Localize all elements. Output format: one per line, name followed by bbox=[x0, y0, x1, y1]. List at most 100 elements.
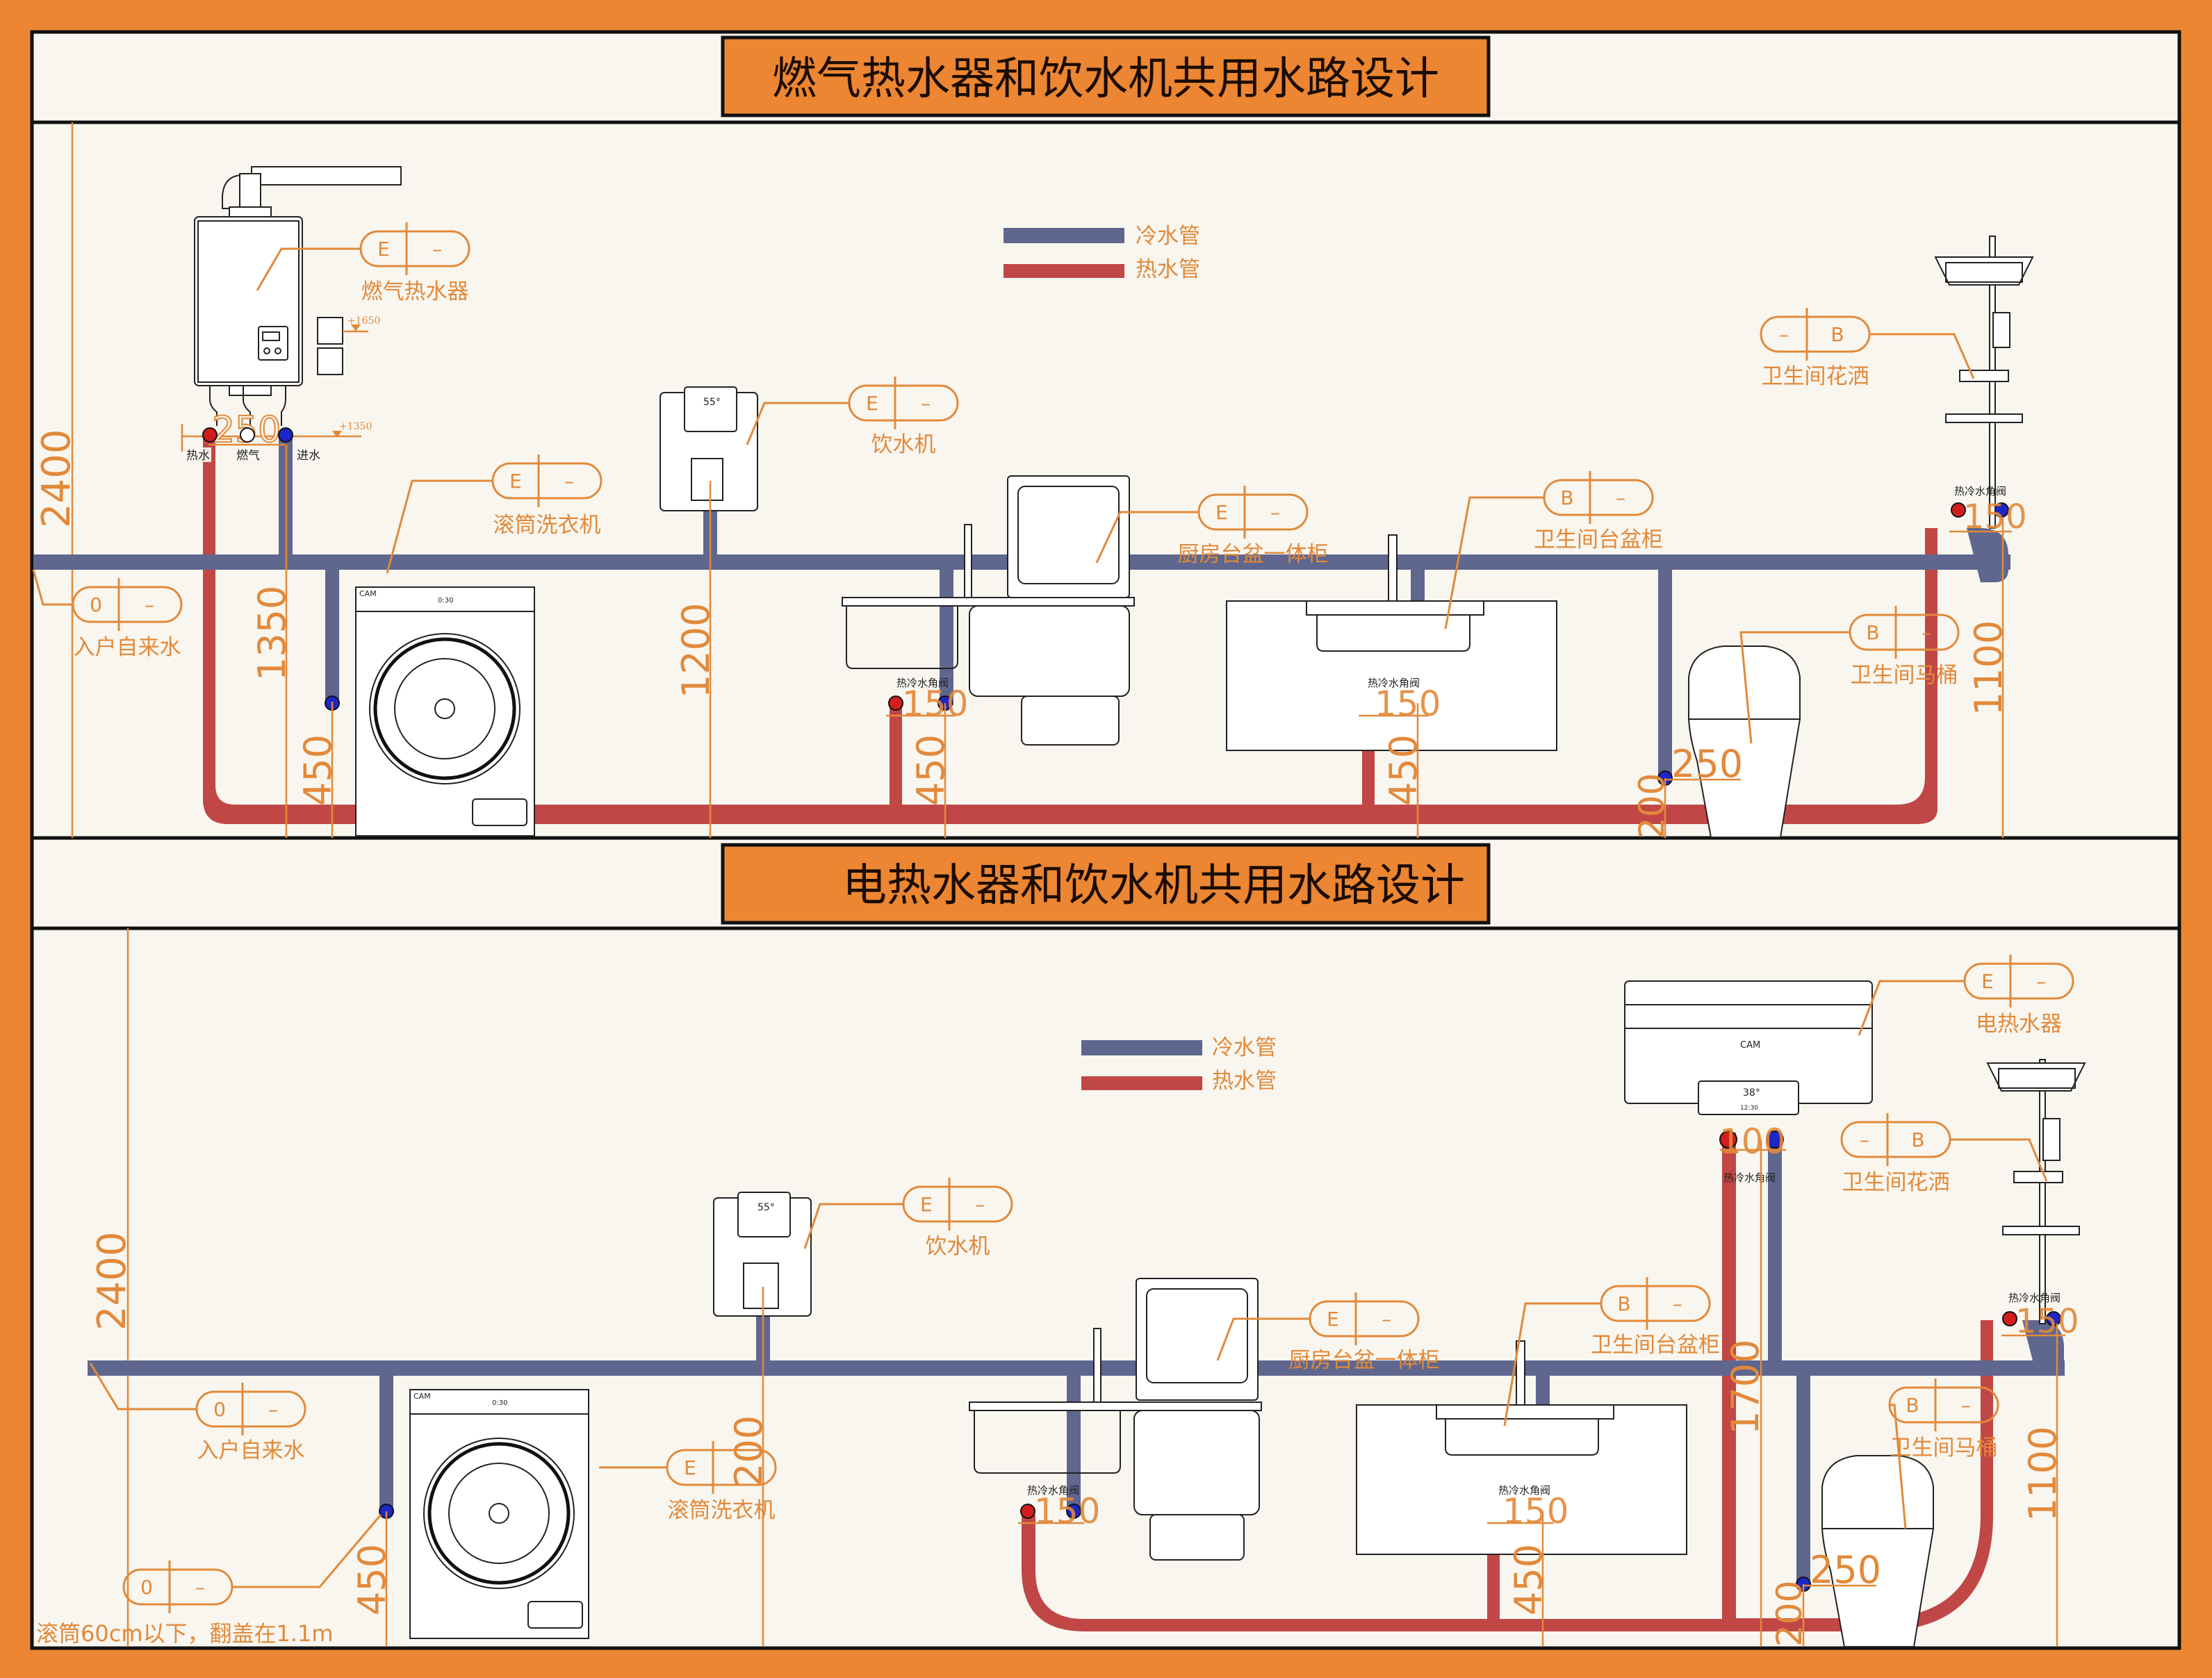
svg-text:0:30: 0:30 bbox=[438, 597, 453, 604]
tag-code-left: E bbox=[1215, 501, 1228, 524]
svg-text:热冷水角阀: 热冷水角阀 bbox=[896, 677, 949, 689]
tag-pill bbox=[491, 462, 603, 500]
svg-text:250: 250 bbox=[1671, 742, 1743, 786]
tag-label: 饮水机 bbox=[926, 1234, 990, 1259]
shower-lower: 热冷水角阀 bbox=[1986, 1059, 2086, 1324]
tag-code-right: – bbox=[1616, 486, 1625, 509]
legend-cold-swatch bbox=[1003, 228, 1124, 243]
svg-text:150: 150 bbox=[1963, 497, 2027, 536]
upper-legend: 冷水管 热水管 bbox=[1003, 224, 1200, 282]
svg-text:450: 450 bbox=[909, 734, 953, 806]
tag-label: 厨房台盆一体柜 bbox=[1289, 1348, 1440, 1373]
tag-code-left: B bbox=[1866, 621, 1879, 644]
leader-line bbox=[32, 569, 73, 606]
leader-line bbox=[1858, 980, 1965, 1036]
dim-2400-lower: 2400 bbox=[90, 928, 135, 1647]
tag-water-dispenser: E–饮水机 bbox=[803, 1178, 1013, 1259]
tag-toilet: B–卫生间马桶 bbox=[1739, 606, 1960, 744]
svg-text:150: 150 bbox=[1375, 684, 1441, 724]
tag-code-right: – bbox=[1922, 621, 1931, 644]
port-gas-label: 燃气 bbox=[236, 449, 260, 463]
heater-port-labels: 热水 燃气 进水 bbox=[185, 447, 322, 463]
tag-washer: E–滚筒洗衣机 bbox=[599, 1441, 777, 1523]
svg-text:0:30: 0:30 bbox=[492, 1399, 507, 1407]
tag-water-dispenser: E–饮水机 bbox=[746, 377, 959, 457]
tag-elec-heater: E–电热水器 bbox=[1858, 955, 2074, 1037]
tag-label: 卫生间马桶 bbox=[1890, 1436, 1998, 1461]
tag-inlet: 0–入户自来水 bbox=[32, 569, 183, 660]
tag-code-left: E bbox=[866, 392, 878, 415]
leader-line bbox=[256, 247, 361, 291]
svg-text:450: 450 bbox=[296, 734, 340, 806]
tag-label: 卫生间花洒 bbox=[1762, 364, 1869, 389]
legend-hot-swatch bbox=[1081, 1076, 1202, 1090]
basin-cabinet-lower: 热冷水角阀 bbox=[1356, 1340, 1687, 1555]
tag-code-right: – bbox=[564, 470, 574, 493]
leader-line bbox=[1095, 511, 1199, 564]
cold-drop-washer bbox=[325, 566, 339, 702]
washing-machine-upper: CAM 0:30 bbox=[355, 586, 535, 837]
lower-legend: 冷水管 热水管 bbox=[1081, 1035, 1277, 1094]
legend-cold-swatch bbox=[1081, 1040, 1202, 1055]
tag-pill bbox=[1309, 1300, 1420, 1338]
tag-pill bbox=[122, 1568, 234, 1606]
svg-text:150: 150 bbox=[2015, 1302, 2079, 1341]
tag-pill bbox=[1840, 1121, 1951, 1158]
svg-text:250: 250 bbox=[1810, 1548, 1881, 1592]
svg-text:热冷水角阀: 热冷水角阀 bbox=[1498, 1484, 1550, 1497]
svg-text:热冷水角阀: 热冷水角阀 bbox=[1027, 1484, 1079, 1497]
tag-code-left: B bbox=[1560, 486, 1573, 509]
svg-text:450: 450 bbox=[1382, 734, 1425, 806]
washing-machine-lower: CAM 0:30 bbox=[409, 1389, 589, 1639]
svg-text:1100: 1100 bbox=[1967, 620, 2010, 716]
upper-panel: 冷水管 热水管 2400 +1650 bbox=[33, 122, 2034, 839]
tag-pill bbox=[359, 230, 470, 268]
toilet-upper bbox=[1688, 645, 1801, 838]
lower-cold-main bbox=[88, 1360, 2065, 1376]
tag-code-left: – bbox=[1779, 323, 1789, 346]
tag-label: 卫生间花洒 bbox=[1842, 1170, 1950, 1195]
svg-text:450: 450 bbox=[1507, 1544, 1550, 1615]
svg-text:CAM: CAM bbox=[1740, 1040, 1760, 1051]
tag-code-right: – bbox=[432, 238, 442, 261]
svg-text:150: 150 bbox=[902, 684, 968, 724]
leader-line bbox=[1950, 1138, 2048, 1182]
leader-line bbox=[746, 402, 849, 445]
tag-label: 厨房台盆一体柜 bbox=[1178, 542, 1329, 567]
svg-text:CAM: CAM bbox=[413, 1392, 431, 1401]
footnote: 滚筒60cm以下，翻盖在1.1m bbox=[36, 1620, 334, 1647]
tag-pill bbox=[666, 1449, 777, 1486]
tag-pill bbox=[1543, 479, 1654, 516]
tag-pill bbox=[1849, 614, 1960, 651]
basin-cabinet-upper: 热冷水角阀 bbox=[1226, 534, 1557, 751]
svg-text:150: 150 bbox=[1502, 1491, 1568, 1531]
legend-cold-label: 冷水管 bbox=[1136, 224, 1200, 249]
cold-drop-washer bbox=[379, 1372, 393, 1511]
leader-line bbox=[1739, 631, 1850, 744]
tag-kitchen: E–厨房台盆一体柜 bbox=[1095, 486, 1329, 567]
hot-riser-kitchen bbox=[890, 702, 902, 813]
tag-pill bbox=[72, 586, 183, 623]
legend-hot-swatch bbox=[1003, 264, 1124, 278]
tag-code-right: – bbox=[1961, 1394, 1971, 1417]
svg-text:CAM: CAM bbox=[359, 589, 377, 598]
cold-riser-heater bbox=[1768, 1133, 1782, 1369]
kitchen-cabinet-lower: 热冷水角阀 bbox=[969, 1278, 1262, 1561]
tag-code-right: B bbox=[1911, 1128, 1924, 1151]
tag-basin: B–卫生间台盆柜 bbox=[1503, 1277, 1720, 1426]
tag-pill bbox=[195, 1390, 306, 1428]
svg-text:38°: 38° bbox=[1743, 1087, 1760, 1099]
tag-label: 燃气热水器 bbox=[361, 279, 469, 304]
leader-line bbox=[386, 479, 493, 574]
svg-text:200: 200 bbox=[1769, 1581, 1810, 1647]
tag-basin: B–卫生间台盆柜 bbox=[1444, 471, 1663, 630]
tag-code-right: – bbox=[1382, 1308, 1391, 1331]
tag-label: 饮水机 bbox=[871, 432, 936, 457]
annotation-tags: E–燃气热水器E–饮水机E–滚筒洗衣机E–厨房台盆一体柜B–卫生间台盆柜–B卫生… bbox=[32, 222, 2074, 1613]
cold-drop-toilet bbox=[1658, 566, 1672, 778]
leader-line bbox=[1869, 333, 1975, 379]
tag-pill bbox=[1760, 315, 1871, 353]
tag-gas-heater: E–燃气热水器 bbox=[256, 222, 470, 304]
tag-code-left: B bbox=[1617, 1292, 1630, 1315]
